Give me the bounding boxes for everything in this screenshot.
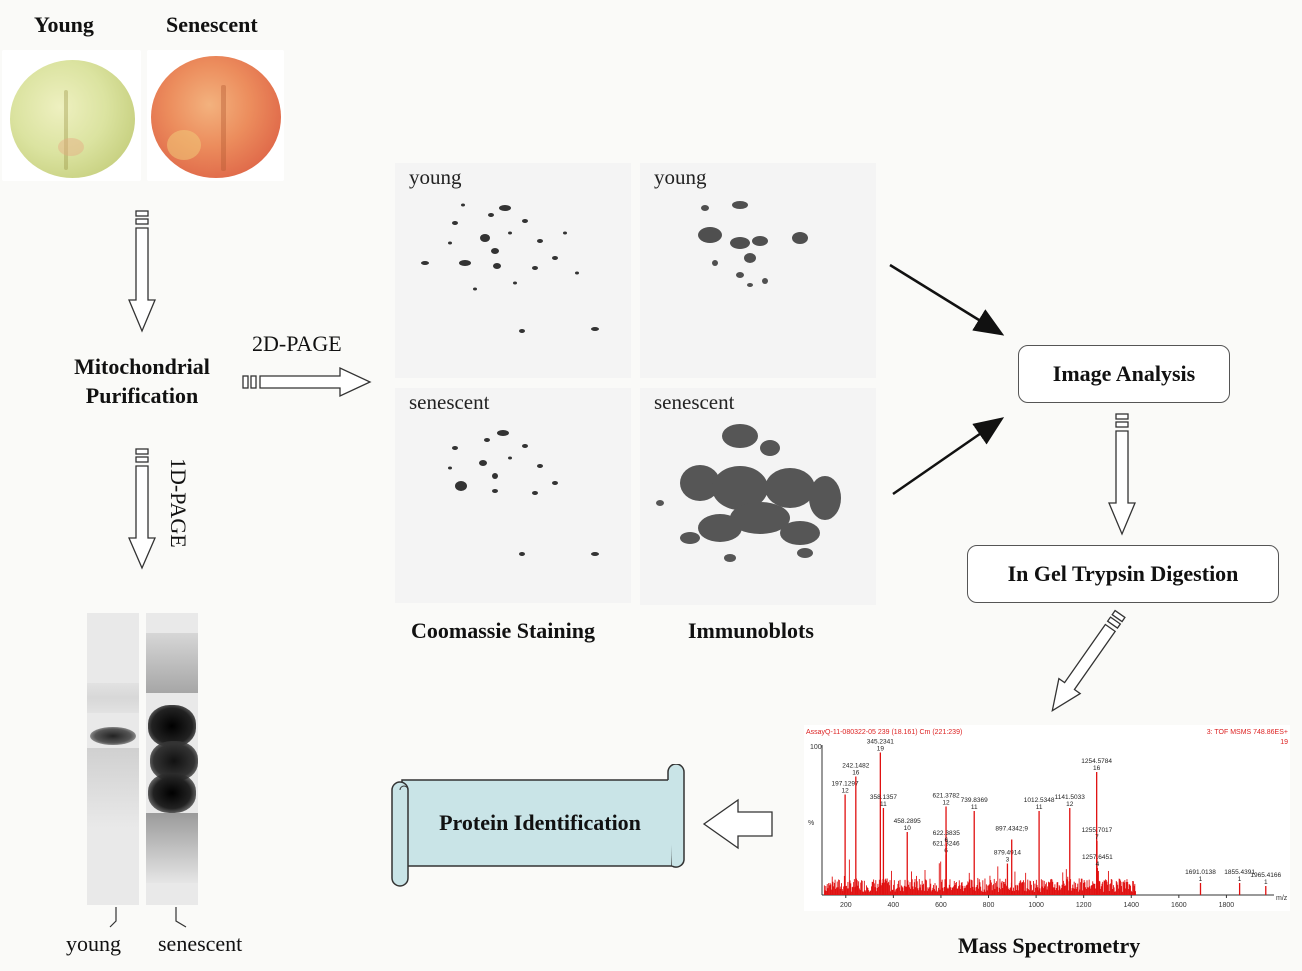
coomassie-young-label: young xyxy=(409,165,462,189)
spectrum-peak-label: 622.3835 xyxy=(933,830,960,837)
immunoblot-young-spots xyxy=(698,201,808,287)
protein-id-scroll xyxy=(391,764,685,887)
spectrum-y-axis-label: % xyxy=(808,820,814,827)
arrow-immunoblot-senescent-to-analysis xyxy=(892,417,1005,496)
spectrum-peak-sublabel: 1 xyxy=(1238,876,1242,883)
spectrum-peak-label: 358.1357 xyxy=(870,794,897,801)
down-arrow-to-digestion xyxy=(1108,413,1136,536)
trypsin-digestion-box: In Gel Trypsin Digestion xyxy=(967,545,1279,603)
senescent-title: Senescent xyxy=(166,12,258,37)
spectrum-peak-sublabel: 12 xyxy=(942,800,950,807)
spectrum-peak-sublabel: 16 xyxy=(1093,765,1101,772)
spectrum-x-tick-label: 800 xyxy=(983,902,995,909)
mass-spectrum: AssayQ-11-080322-05 239 (18.161) Cm (221… xyxy=(804,725,1290,911)
down-arrow-to-purification xyxy=(128,210,156,333)
one-d-lane-senescent-label: senescent xyxy=(158,931,243,956)
spectrum-peak-label: 242.1482 xyxy=(842,763,869,770)
spectrum-peak-label: 739.8369 xyxy=(961,797,988,804)
spectrum-peak-sublabel: 12 xyxy=(1066,801,1074,808)
one-d-gel-lane-ticks xyxy=(109,907,187,928)
coomassie-senescent-label: senescent xyxy=(409,390,490,414)
spectrum-peak-label: 1965.4166 xyxy=(1250,872,1281,879)
spectrum-peak-label: 1691.0138 xyxy=(1185,869,1216,876)
immunoblot-young-label: young xyxy=(654,165,707,189)
spectrum-peak-sublabel: 11 xyxy=(1036,804,1043,811)
immunoblot-caption: Immunoblots xyxy=(688,618,814,643)
spectrum-peak-label: 197.1297 xyxy=(832,781,859,788)
spectrum-peak-sublabel: 11 xyxy=(971,804,978,811)
spectrum-peak-sublabel: 11 xyxy=(880,801,887,808)
spectrum-peak-label: 879.4914 xyxy=(994,850,1021,857)
spectrum-peak-sublabel: 10 xyxy=(904,825,912,832)
spectrum-y-max: 100 xyxy=(810,744,822,751)
spectrum-peak-sublabel: 3 xyxy=(1006,857,1010,864)
spectrum-peak-sublabel: 16 xyxy=(852,770,860,777)
spectrum-header-right: 3: TOF MSMS 748.86ES+ xyxy=(1207,729,1288,736)
spectrum-peak-sublabel: 4 xyxy=(1096,861,1100,868)
spectrum-peak-label: 458.2895 xyxy=(894,818,921,825)
image-analysis-label: Image Analysis xyxy=(1052,361,1196,386)
young-title: Young xyxy=(34,12,94,37)
image-analysis-box: Image Analysis xyxy=(1018,345,1230,403)
spectrum-peak-sublabel: 6 xyxy=(944,837,948,844)
coomassie-young-gel: young xyxy=(395,163,631,378)
coomassie-senescent-spots xyxy=(448,430,599,556)
immunoblot-young-gel: young xyxy=(640,163,876,378)
spectrum-x-unit: m/z xyxy=(1276,895,1288,902)
spectrum-peak-sublabel: 1 xyxy=(1264,879,1268,886)
one-d-lane-young-label: young xyxy=(66,931,121,956)
spectrum-x-tick-label: 200 xyxy=(840,902,852,909)
senescent-peach-photo xyxy=(147,50,284,181)
spectrum-x-tick-label: 1200 xyxy=(1076,902,1092,909)
spectrum-x-tick-label: 600 xyxy=(935,902,947,909)
immunoblot-senescent-label: senescent xyxy=(654,390,735,414)
spectrum-peak-label: 1257.6451 xyxy=(1082,854,1113,861)
spectrum-peak-label: 897.4342;9 xyxy=(995,826,1028,833)
immunoblot-senescent-spots xyxy=(656,424,841,562)
spectrum-peak-sublabel: 1 xyxy=(1199,876,1203,883)
coomassie-young-spots xyxy=(421,203,599,333)
coomassie-senescent-gel: senescent xyxy=(395,388,631,603)
spectrum-x-tick-label: 400 xyxy=(888,902,900,909)
spectrum-header-right2: 19 xyxy=(1280,739,1288,746)
one-d-gel-lane-senescent xyxy=(146,613,198,905)
purification-line2: Purification xyxy=(85,383,199,408)
mass-spec-caption: Mass Spectrometry xyxy=(958,933,1141,958)
spectrum-peak-sublabel: 7 xyxy=(1095,834,1099,841)
spectrum-peak-label: 621.3782 xyxy=(932,793,959,800)
spectrum-peak-label: 345.2341 xyxy=(867,739,894,746)
spectrum-peak-sublabel: 19 xyxy=(877,746,885,753)
left-arrow-to-protein-id xyxy=(702,798,773,850)
trypsin-digestion-label: In Gel Trypsin Digestion xyxy=(1007,561,1239,586)
arrow-immunoblot-young-to-analysis xyxy=(889,263,1005,336)
spectrum-peak-label: 1254.5784 xyxy=(1081,758,1112,765)
spectrum-x-tick-label: 1000 xyxy=(1028,902,1044,909)
spectrum-peak-label: 1141.5033 xyxy=(1055,794,1086,801)
spectrum-peak-label: 1012.5348 xyxy=(1024,797,1055,804)
young-peach-photo xyxy=(2,50,141,181)
spectrum-x-tick-label: 1400 xyxy=(1123,902,1139,909)
spectrum-peak-label: 1855.4391 xyxy=(1224,869,1255,876)
two-d-page-label: 2D-PAGE xyxy=(252,331,342,356)
immunoblot-senescent-gel: senescent xyxy=(640,388,876,605)
one-d-gel-lane-young xyxy=(87,613,139,905)
spectrum-header-left: AssayQ-11-080322-05 239 (18.161) Cm (221… xyxy=(806,729,962,736)
spectrum-x-tick-label: 1800 xyxy=(1219,902,1235,909)
spectrum-peak-label: 1255.7017 xyxy=(1082,827,1113,834)
coomassie-caption: Coomassie Staining xyxy=(411,618,595,643)
purification-line1: Mitochondrial xyxy=(74,354,210,379)
spectrum-x-tick-label: 1600 xyxy=(1171,902,1187,909)
spectrum-peak-sublabel: 12 xyxy=(841,788,849,795)
right-arrow-to-2d-gels xyxy=(242,366,372,398)
mass-spectrum-plot: AssayQ-11-080322-05 239 (18.161) Cm (221… xyxy=(806,729,1288,909)
protein-id-label: Protein Identification xyxy=(439,810,641,835)
down-arrow-to-1d-gel xyxy=(128,448,156,570)
diagonal-arrow-to-mass-spec xyxy=(1051,609,1126,712)
